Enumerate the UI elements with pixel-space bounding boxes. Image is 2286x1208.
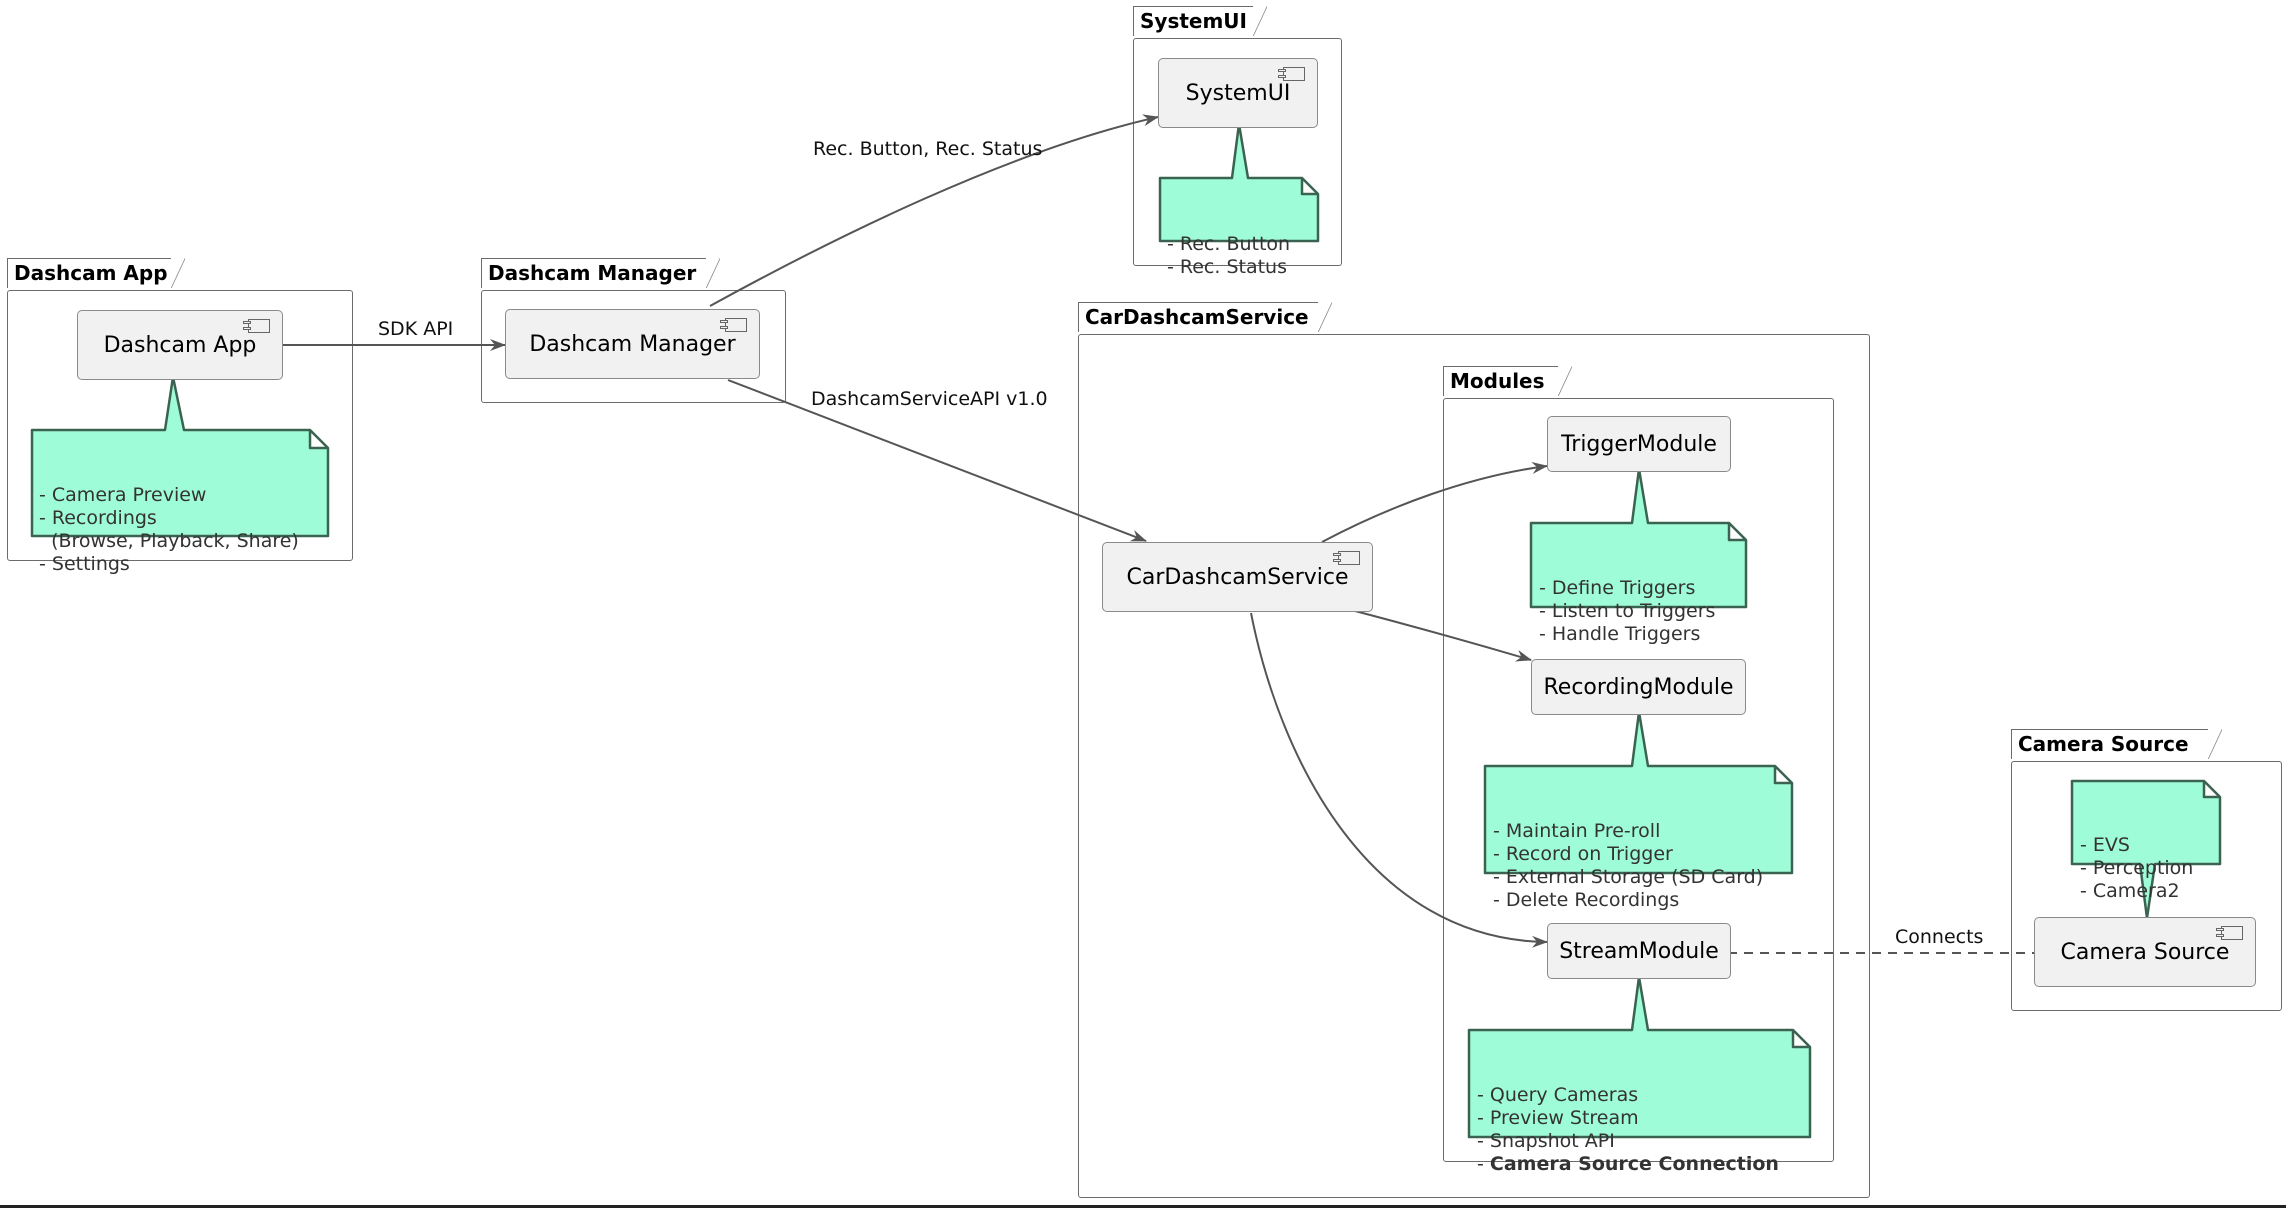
bottom-border bbox=[0, 1205, 2286, 1208]
edge-label-connects: Connects bbox=[1895, 926, 1984, 948]
component-icon bbox=[720, 318, 747, 332]
package-dashcam-app-title: Dashcam App bbox=[7, 258, 185, 288]
package-car-dashcam-service-title: CarDashcamService bbox=[1078, 302, 1332, 332]
note-dashcam-app-text: - Camera Preview- Recordings (Browse, Pl… bbox=[39, 484, 299, 575]
component-dashcam-app-label: Dashcam App bbox=[103, 332, 257, 358]
module-trigger-label: TriggerModule bbox=[1561, 431, 1717, 457]
note-stream-bold: Camera Source Connection bbox=[1489, 1153, 1779, 1175]
package-camera-source-title: Camera Source bbox=[2011, 729, 2222, 759]
edge-label-rec: Rec. Button, Rec. Status bbox=[813, 138, 1043, 160]
component-systemui-label: SystemUI bbox=[1185, 80, 1291, 106]
note-systemui-text: - Rec. Button- Rec. Status bbox=[1167, 233, 1291, 278]
edge-rec bbox=[709, 114, 1159, 307]
edge-service-api bbox=[727, 379, 1147, 542]
edge-to-recording bbox=[1354, 610, 1532, 662]
component-icon bbox=[243, 319, 270, 333]
component-icon bbox=[1333, 551, 1360, 565]
component-systemui[interactable]: SystemUI bbox=[1158, 58, 1318, 128]
module-recording-label: RecordingModule bbox=[1543, 674, 1734, 700]
component-dashcam-app[interactable]: Dashcam App bbox=[77, 310, 283, 380]
component-icon bbox=[2216, 926, 2243, 940]
component-car-dashcam-service[interactable]: CarDashcamService bbox=[1102, 542, 1373, 612]
note-recording bbox=[1483, 710, 1794, 875]
edge-to-trigger bbox=[1321, 461, 1548, 543]
package-dashcam-manager-title: Dashcam Manager bbox=[481, 258, 720, 288]
component-dashcam-manager[interactable]: Dashcam Manager bbox=[505, 309, 760, 379]
note-stream-text: - Query Cameras- Preview Stream- Snapsho… bbox=[1477, 1084, 1779, 1175]
edge-label-service-api: DashcamServiceAPI v1.0 bbox=[811, 388, 1048, 410]
note-recording-text: - Maintain Pre-roll- Record on Trigger- … bbox=[1493, 820, 1764, 911]
edge-label-sdk-api: SDK API bbox=[378, 318, 454, 340]
component-car-dashcam-service-label: CarDashcamService bbox=[1126, 564, 1349, 590]
note-trigger-text: - Define Triggers- Listen to Triggers- H… bbox=[1539, 577, 1716, 645]
package-modules-title: Modules bbox=[1443, 366, 1572, 396]
note-systemui bbox=[1158, 122, 1320, 243]
package-systemui-title: SystemUI bbox=[1133, 6, 1267, 36]
component-dashcam-manager-label: Dashcam Manager bbox=[529, 331, 736, 357]
note-stream bbox=[1467, 975, 1812, 1139]
note-camera-source bbox=[2070, 779, 2222, 920]
module-stream[interactable]: StreamModule bbox=[1547, 923, 1731, 979]
edge-to-stream bbox=[1250, 612, 1548, 948]
component-icon bbox=[1278, 67, 1305, 81]
note-trigger bbox=[1529, 467, 1748, 609]
module-recording[interactable]: RecordingModule bbox=[1531, 659, 1746, 715]
module-trigger[interactable]: TriggerModule bbox=[1547, 416, 1731, 472]
note-dashcam-app bbox=[30, 375, 330, 538]
module-stream-label: StreamModule bbox=[1559, 938, 1719, 964]
note-camera-source-text: - EVS- Perception- Camera2 bbox=[2080, 834, 2194, 902]
component-camera-source-label: Camera Source bbox=[2060, 939, 2230, 965]
component-camera-source[interactable]: Camera Source bbox=[2034, 917, 2256, 987]
